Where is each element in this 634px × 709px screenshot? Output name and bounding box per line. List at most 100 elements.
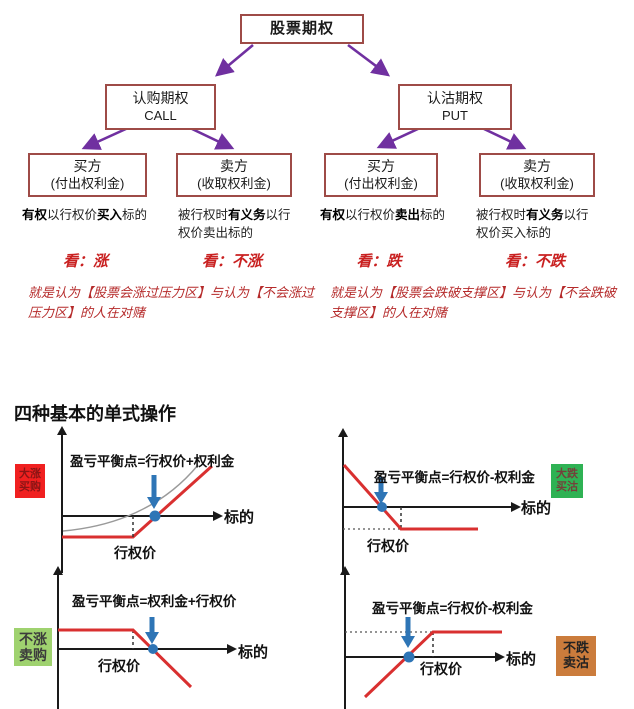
breakeven-arrowhead — [374, 492, 388, 504]
payoff-chart-buy-call — [57, 426, 223, 573]
breakeven-dot — [403, 651, 415, 663]
payoff-chart-sell-put — [340, 566, 505, 709]
call-option-title: 认购期权 — [132, 90, 189, 107]
desc-text: 被行权时 — [178, 208, 229, 222]
desc-bold: 有义务 — [228, 208, 266, 222]
call-seller-title: 卖方 — [220, 158, 248, 175]
breakeven-dot — [149, 510, 161, 522]
put-seller-subtitle: (收取权利金) — [500, 175, 574, 191]
sell-put-formula: 盈亏平衡点=行权价-权利金 — [372, 601, 533, 616]
put-seller-title: 卖方 — [523, 158, 551, 175]
x-axis-arrowhead — [213, 511, 223, 521]
desc-text: 以行权价卖出标的 — [178, 208, 291, 240]
sell-call-formula: 盈亏平衡点=权利金+行权价 — [72, 594, 237, 609]
arrow-call-to-seller — [189, 126, 235, 150]
arrow-root-to-call — [215, 44, 254, 77]
buy-call-formula: 盈亏平衡点=行权价+权利金 — [70, 454, 235, 469]
x-axis-arrowhead — [511, 502, 521, 512]
y-axis-arrowhead — [53, 566, 63, 575]
desc-text: 标的 — [420, 208, 446, 222]
x-axis-arrowhead — [227, 644, 237, 654]
desc-text: 以行权价 — [345, 208, 396, 222]
desc-text: 以行权价买入标的 — [476, 208, 589, 240]
buy-call-strike-label: 行权价 — [114, 545, 156, 561]
put-option-box: 认沽期权 PUT — [398, 84, 512, 130]
put-buyer-title: 买方 — [367, 158, 395, 175]
desc-text: 以行权价 — [47, 208, 98, 222]
breakeven-dot — [377, 502, 387, 512]
call-option-box: 认购期权 CALL — [105, 84, 216, 130]
desc-bold: 买入 — [97, 208, 123, 222]
payoff-chart-buy-put — [338, 428, 521, 575]
desc-bold: 有义务 — [526, 208, 564, 222]
desc-bold: 有权 — [320, 208, 346, 222]
payoff-line — [62, 464, 214, 539]
call-buyer-title: 买方 — [73, 158, 102, 175]
arrow-put-to-seller — [481, 126, 527, 150]
sell-put-strike-label: 行权价 — [420, 661, 462, 677]
option-value-curve — [62, 464, 199, 532]
arrow-call-to-buyer — [81, 126, 129, 150]
call-option-subtitle: CALL — [144, 107, 177, 123]
badge-line2: 买购 — [19, 481, 41, 493]
call-seller-description: 被行权时有义务以行权价卖出标的 — [178, 206, 300, 242]
breakeven-arrowhead — [147, 497, 161, 509]
put-seller-view: 看：不跌 — [504, 252, 565, 270]
put-buyer-box: 买方 (付出权利金) — [324, 153, 438, 197]
desc-text: 标的 — [122, 208, 148, 222]
call-seller-subtitle: (收取权利金) — [197, 175, 271, 191]
call-buyer-view: 看：涨 — [62, 252, 108, 270]
put-option-title: 认沽期权 — [427, 90, 483, 107]
desc-bold: 有权 — [22, 208, 48, 222]
badge-line2: 卖沽 — [562, 655, 589, 670]
sell-call-strike-label: 行权价 — [98, 658, 140, 674]
root-box-stock-options: 股票期权 — [240, 14, 364, 44]
buy-put-x-axis-label: 标的 — [521, 500, 552, 517]
call-buyer-description: 有权以行权价买入标的 — [22, 206, 190, 224]
badge-line1: 大涨 — [19, 468, 41, 481]
sell-put-x-axis-label: 标的 — [506, 651, 537, 668]
payoff-line — [342, 464, 478, 531]
call-seller-view: 看：不涨 — [201, 252, 262, 270]
breakeven-dot — [148, 644, 158, 654]
payoff-line — [363, 630, 502, 699]
desc-bold: 卖出 — [395, 208, 421, 222]
desc-text: 被行权时 — [476, 208, 527, 222]
call-buyer-subtitle: (付出权利金) — [50, 175, 125, 191]
buy-put-badge: 大跌 买沽 — [551, 464, 583, 498]
buy-put-strike-label: 行权价 — [367, 538, 409, 554]
badge-line1: 不涨 — [19, 630, 47, 647]
breakeven-arrowhead — [145, 632, 159, 644]
call-seller-box: 卖方 (收取权利金) — [176, 153, 292, 197]
y-axis-arrowhead — [338, 428, 348, 437]
root-box-label: 股票期权 — [269, 19, 334, 37]
buy-call-badge: 大涨 买购 — [15, 464, 45, 498]
put-option-subtitle: PUT — [442, 107, 468, 123]
arrow-root-to-put — [347, 43, 391, 77]
breakeven-arrowhead — [401, 636, 415, 648]
sell-put-badge: 不跌 卖沽 — [556, 636, 596, 676]
put-note: 就是认为【股票会跌破支撑区】与认为【不会跌破支撑区】的人在对赌 — [330, 286, 617, 321]
section-heading: 四种基本的单式操作 — [14, 404, 176, 424]
put-seller-description: 被行权时有义务以行权价买入标的 — [476, 206, 598, 242]
badge-line2: 买沽 — [556, 481, 578, 493]
buy-call-x-axis-label: 标的 — [224, 509, 255, 526]
y-axis-arrowhead — [57, 426, 67, 435]
put-buyer-subtitle: (付出权利金) — [344, 175, 418, 191]
badge-line2: 卖购 — [19, 647, 47, 663]
put-buyer-description: 有权以行权价卖出标的 — [320, 206, 488, 224]
flowchart-arrows — [81, 43, 527, 150]
buy-put-formula: 盈亏平衡点=行权价-权利金 — [374, 470, 535, 485]
put-seller-box: 卖方 (收取权利金) — [479, 153, 595, 197]
x-axis-arrowhead — [495, 652, 505, 662]
call-note: 就是认为【股票会涨过压力区】与认为【不会涨过压力区】的人在对赌 — [28, 286, 315, 321]
badge-line1: 不跌 — [562, 640, 589, 656]
payoff-line — [58, 628, 193, 689]
sell-call-badge: 不涨 卖购 — [14, 628, 52, 666]
put-buyer-view: 看：跌 — [356, 252, 402, 270]
sell-call-x-axis-label: 标的 — [238, 644, 269, 661]
y-axis-arrowhead — [340, 566, 350, 575]
payoff-chart-sell-call — [53, 566, 237, 709]
call-buyer-box: 买方 (付出权利金) — [28, 153, 147, 197]
